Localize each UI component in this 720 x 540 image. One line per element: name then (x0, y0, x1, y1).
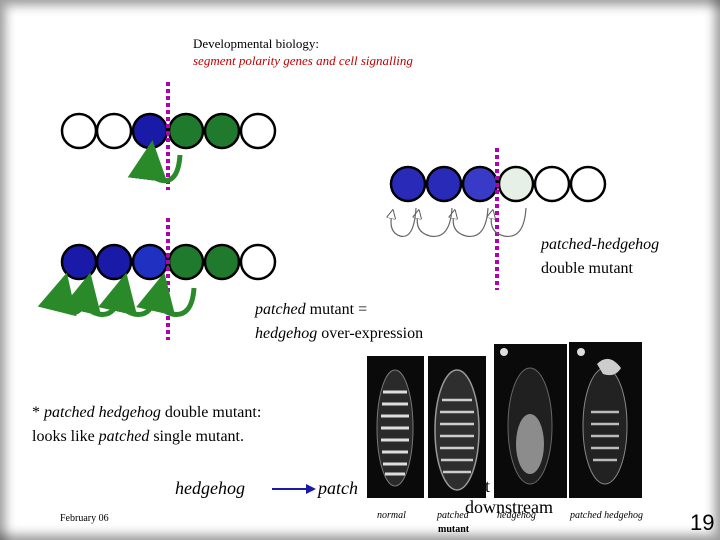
cell (60, 112, 98, 150)
cell (167, 243, 205, 281)
row-patched-mutant (37, 218, 277, 340)
hedgehog-italic: hedgehog (255, 325, 318, 342)
cell (131, 112, 169, 150)
note-prefix: * (32, 404, 44, 421)
signal-arrow (136, 272, 197, 317)
note-line2-b: single mutant. (149, 428, 244, 445)
cell (533, 165, 571, 203)
embryo-photo-patched (428, 356, 486, 498)
signal-arrow (453, 207, 489, 238)
embryo-photo-double (569, 342, 642, 498)
cell (131, 243, 169, 281)
patched-mutant-label: patched mutant = (255, 299, 367, 321)
pathway-partial: t (485, 476, 491, 496)
pathway-downstream: downstream (465, 497, 553, 517)
caption-patched: patched (437, 510, 469, 521)
note-line2-a: looks like (32, 428, 99, 445)
caption-double: patched hedgehog (570, 510, 644, 521)
cell (461, 165, 499, 203)
slide-subtitle: segment polarity genes and cell signalli… (193, 53, 413, 68)
embryo-photo-normal (367, 356, 424, 498)
note-line-2: looks like patched single mutant. (32, 426, 244, 448)
pathway-patched: patch (318, 478, 358, 498)
patched-italic: patched (255, 301, 306, 318)
footer-date: February 06 (60, 513, 109, 524)
note-rest-1: double mutant: (160, 404, 262, 421)
larva-illustration (500, 348, 553, 485)
slide-title: Developmental biology: (193, 36, 320, 51)
double-mutant-label: patched-hedgehog (541, 234, 659, 256)
cell (95, 243, 133, 281)
row-double-mutant (389, 148, 607, 290)
row-wild-type (60, 82, 277, 190)
cell (239, 112, 277, 150)
caption-patched-mutant: mutant (438, 524, 470, 535)
patched-mutant-rest: mutant = (305, 301, 368, 318)
pathway-hedgehog: hedgehog (175, 478, 245, 498)
cell (569, 165, 607, 203)
signal-arrow (491, 207, 527, 238)
note-italic-1: patched hedgehog (44, 404, 161, 421)
pathway-arrowhead (306, 484, 316, 494)
caption-hedgehog: hedgehog (497, 510, 536, 521)
cell (167, 112, 205, 150)
caption-normal: normal (377, 510, 406, 521)
signal-arrow (98, 272, 159, 317)
cell (389, 165, 427, 203)
note-line-1: * patched hedgehog double mutant: (32, 402, 261, 424)
signal-arrow (391, 207, 417, 238)
signal-arrow (417, 207, 453, 238)
cell (497, 165, 535, 203)
overexpression-label: hedgehog over-expression (255, 323, 423, 345)
overexpression-rest: over-expression (317, 325, 424, 342)
note-italic-2: patched (98, 428, 150, 445)
double-mutant-label-2: double mutant (541, 258, 633, 280)
signal-arrow (37, 272, 89, 317)
cell (239, 243, 277, 281)
cell (425, 165, 463, 203)
signal-arrow (62, 272, 123, 317)
cell (95, 112, 133, 150)
signal-arrow (127, 140, 183, 184)
cell (203, 112, 241, 150)
double-mutant-label-line1: patched-hedgehog (541, 236, 660, 253)
double-mutant-label-line2: double mutant (541, 260, 633, 277)
cell (203, 243, 241, 281)
page-number: 19 (690, 510, 715, 535)
embryo-photo-hedgehog (494, 344, 567, 498)
cell (60, 243, 98, 281)
larva-illustration (376, 369, 414, 487)
larva-illustration (577, 348, 628, 485)
larva-illustration (434, 369, 480, 491)
